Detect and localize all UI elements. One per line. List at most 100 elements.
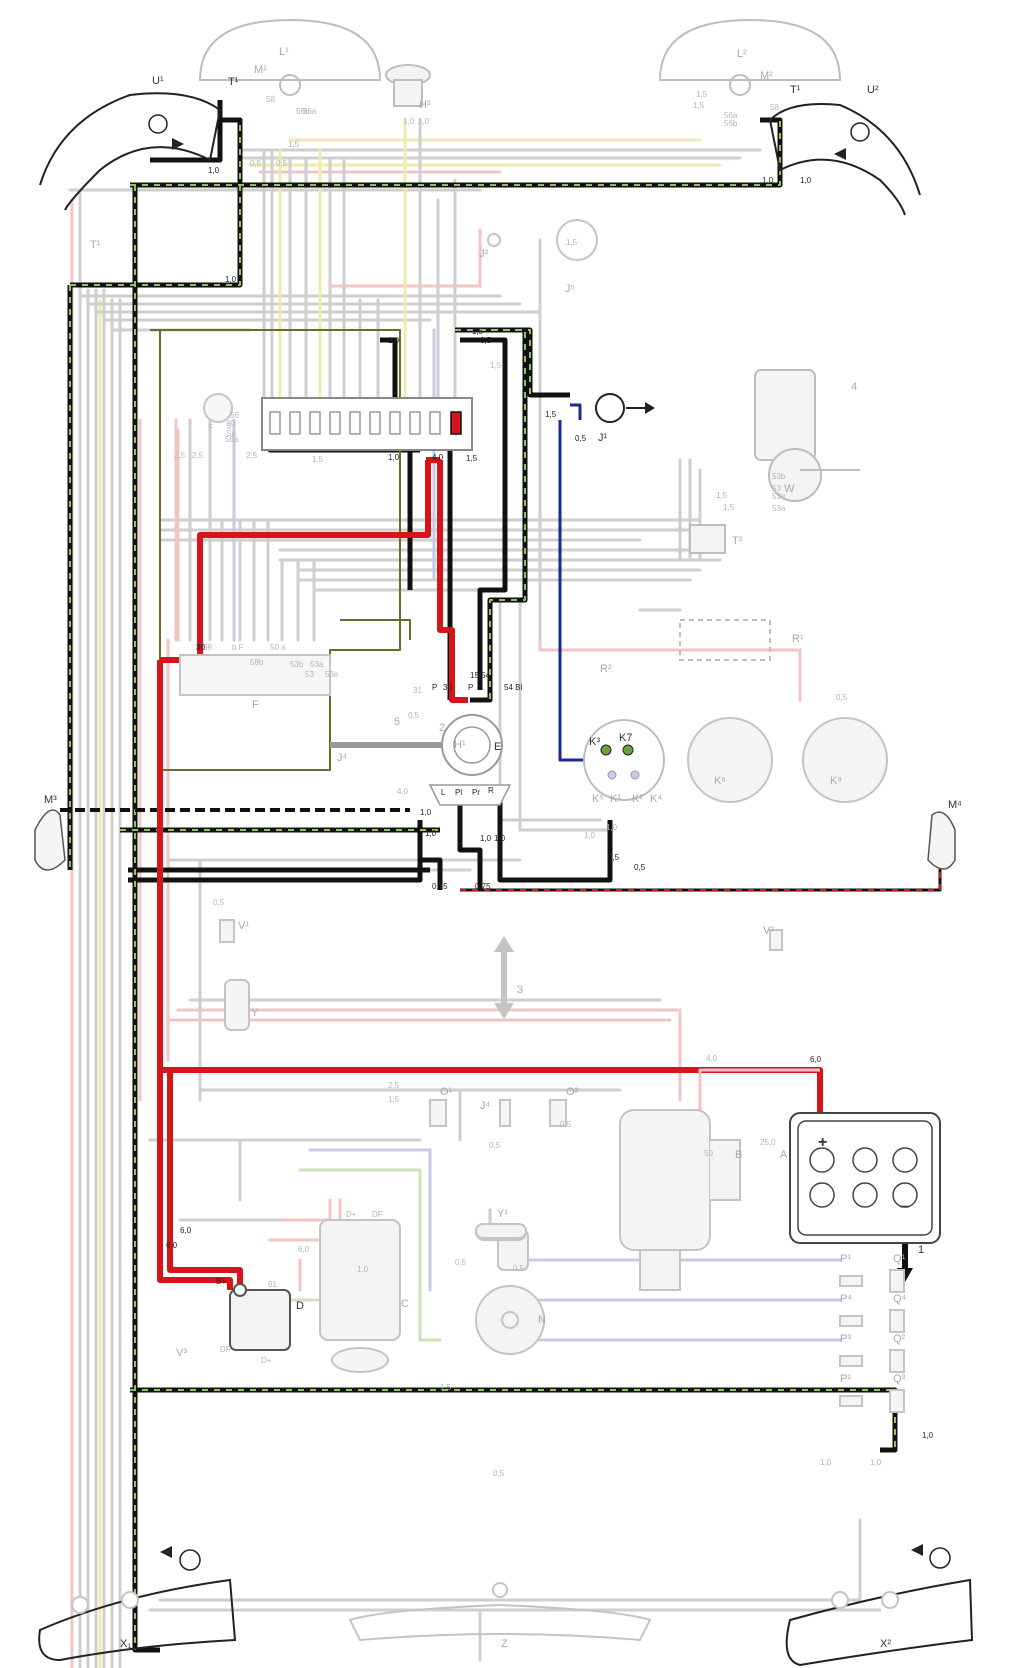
label-Q3: Q³	[893, 1373, 906, 1385]
terminal-label: 53	[772, 484, 781, 493]
gauge-label: 1,0	[418, 117, 430, 126]
label-X1: X₁	[120, 1638, 131, 1650]
label-K7: K7	[619, 732, 632, 744]
gauge-label: 1,5	[388, 1095, 400, 1104]
gauge-label: 1,5	[693, 101, 705, 110]
label-Q1: Q¹	[893, 1253, 906, 1265]
gauge-label: 1,0	[420, 808, 432, 817]
label-D: D	[296, 1300, 304, 1312]
label-J5: J⁵	[565, 283, 575, 295]
terminal-label: D+	[346, 1210, 357, 1219]
label-M4: M⁴	[948, 799, 962, 811]
gauge-label: 0,5	[493, 1469, 505, 1478]
battery-minus: −	[900, 1199, 909, 1216]
headlight-icon	[198, 18, 842, 96]
terminal-label: Pl	[455, 788, 462, 797]
ignition-switch-icon	[330, 714, 512, 806]
label-B: B	[735, 1149, 742, 1161]
terminal-label: 58	[770, 103, 779, 112]
label-P4: P⁴	[840, 1293, 852, 1305]
terminal-label: Sa	[226, 429, 236, 438]
terminal-label: S	[226, 422, 231, 431]
gauge-label: 1,5	[440, 1383, 452, 1392]
gauge-label: 1,5	[566, 238, 578, 247]
label-U2: U²	[867, 84, 879, 96]
label-K4: K⁴	[650, 793, 662, 805]
gauge-label: 4,0	[397, 787, 409, 796]
gauge-label: 1,5	[312, 455, 324, 464]
label-F: F	[252, 699, 259, 711]
gauge-label: 1,0	[584, 831, 596, 840]
side-marker-icon	[34, 809, 956, 871]
gauge-label: 1,0	[403, 117, 415, 126]
spark-plug-icon	[839, 1269, 905, 1413]
label-P1: P¹	[840, 1253, 851, 1265]
gauge-label: 1,0	[820, 1458, 832, 1467]
gauge-label: 1,0	[388, 453, 400, 462]
marker-5: 5	[394, 716, 400, 728]
radio-icon	[679, 619, 771, 661]
terminal-label: 58	[266, 95, 275, 104]
terminal-label: B+	[216, 1277, 226, 1286]
gauge-label: 0,5	[575, 434, 587, 443]
gauge-label: 1,0	[762, 176, 774, 185]
fuse-box-icon	[261, 397, 473, 451]
gauge-label: 0,75	[432, 882, 448, 891]
label-U1: U¹	[152, 75, 164, 87]
regulator-icon	[229, 1283, 291, 1351]
indicator-icon	[595, 393, 645, 423]
distributor-icon	[475, 1223, 545, 1355]
marker-1: 1	[918, 1244, 924, 1256]
turn-signal-icon	[39, 92, 921, 216]
label-O2: O²	[566, 1086, 579, 1098]
gauge-label: 1,0	[870, 1458, 882, 1467]
gauge-label: 6,0	[298, 1245, 310, 1254]
terminal-label: 50	[704, 1149, 713, 1158]
marker-2: 2	[439, 722, 445, 734]
label-K6: K⁶	[714, 775, 726, 787]
gauge-label: 0,5	[489, 1141, 501, 1150]
gauge-label: 0,5	[480, 336, 492, 345]
gauge-label: 0,75	[475, 882, 491, 891]
label-V2: V²	[763, 925, 774, 937]
terminal-labels: 30 56 56a 58 58b 50 a 53b 53a 53 53e 30 …	[196, 95, 786, 1365]
wire-gauge-labels: 1,0 1,0 1,0 1,0 1,5 0,5 1,5 1,0 1,0 1,0 …	[166, 90, 934, 1478]
gauge-label: 0,5	[408, 711, 420, 720]
gauge-label: 1,0	[480, 834, 492, 843]
gauge-label: 0,5	[836, 693, 848, 702]
terminal-label: 15/54	[470, 671, 491, 680]
starter-icon	[619, 1109, 741, 1291]
ground-arrow-icon	[160, 138, 923, 1558]
terminal-label: 61	[268, 1280, 277, 1289]
label-J1: J¹	[598, 432, 608, 444]
relay-icon	[179, 393, 331, 696]
terminal-label: 53b	[290, 660, 304, 669]
label-K1: K¹	[610, 793, 621, 805]
label-Q2: Q²	[893, 1333, 906, 1345]
gauge-label: 1,5	[723, 503, 735, 512]
gauge-label: 1,5	[545, 410, 557, 419]
bulb-icon	[148, 114, 951, 1571]
label-T2: T²	[732, 535, 743, 547]
label-P3: P³	[840, 1333, 851, 1345]
terminal-label: 30	[226, 419, 235, 428]
marker-3: 3	[517, 984, 523, 996]
gauge-label: 1,5	[288, 140, 300, 149]
label-V3: V³	[176, 1347, 187, 1359]
terminal-label: 50 a	[270, 643, 286, 652]
label-T1-left: T¹	[228, 76, 239, 88]
terminal-label: 53a	[772, 504, 786, 513]
terminal-label: R	[488, 786, 494, 795]
terminal-label: 54 Bl	[504, 683, 522, 692]
terminal-label: DF	[372, 1210, 383, 1219]
gauge-label: 1,0	[208, 166, 220, 175]
marker-4: 4	[851, 381, 857, 393]
gauge-label: 6,0	[166, 1241, 178, 1250]
terminal-label: 30	[196, 643, 205, 652]
gauge-label: 0,5	[455, 1258, 467, 1267]
wiper-motor-icon	[754, 369, 860, 502]
speedometer-icon	[583, 717, 888, 803]
gauge-label: 1,0	[606, 823, 618, 832]
label-L2: L²	[737, 48, 747, 60]
